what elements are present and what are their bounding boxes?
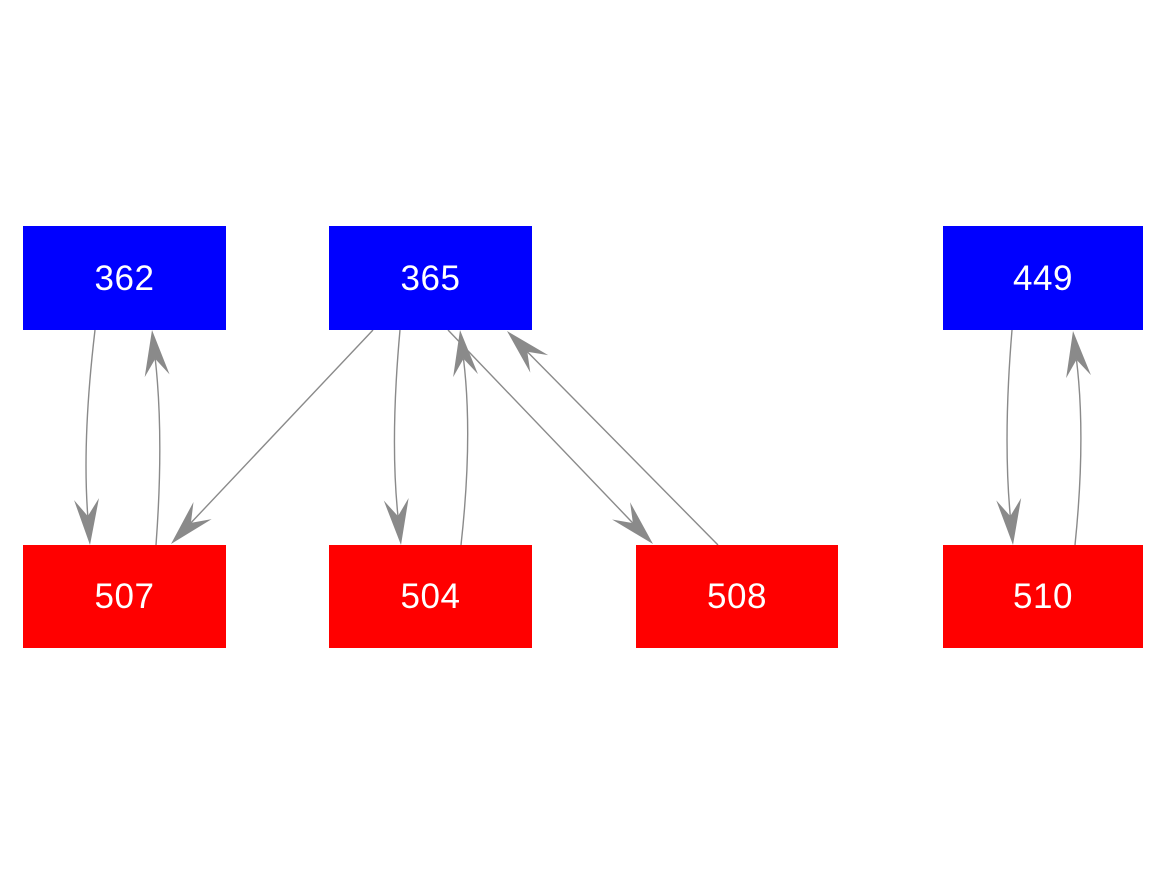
arrowhead-508-365	[507, 331, 549, 373]
edge-362-507	[85, 329, 96, 517]
node-label-362: 362	[94, 258, 155, 298]
arrowhead-365-508	[612, 502, 653, 544]
edge-365-508	[447, 329, 634, 524]
node-label-449: 449	[1013, 258, 1073, 298]
arrowhead-507-362	[144, 330, 170, 378]
node-label-510: 510	[1013, 577, 1073, 616]
edge-449-510	[1006, 329, 1013, 517]
node-504: 504	[329, 545, 532, 648]
node-365: 365	[329, 226, 532, 330]
edge-510-449	[1074, 359, 1082, 546]
node-label-504: 504	[400, 577, 461, 616]
arrowhead-449-510	[996, 498, 1022, 545]
arrowhead-504-365	[453, 330, 478, 378]
edge-504-365	[460, 358, 469, 546]
node-508: 508	[636, 545, 838, 648]
edge-508-365	[526, 351, 719, 546]
arrowhead-510-449	[1066, 331, 1091, 379]
node-label-365: 365	[400, 258, 461, 298]
node-label-507: 507	[94, 577, 155, 616]
arrowhead-362-507	[74, 498, 99, 545]
node-507: 507	[23, 545, 226, 648]
arrowhead-365-504	[383, 497, 409, 545]
edge-507-362	[154, 358, 161, 546]
edge-365-504	[393, 329, 401, 517]
edge-365-507	[190, 329, 374, 524]
node-510: 510	[943, 545, 1143, 648]
node-362: 362	[23, 226, 226, 330]
node-449: 449	[943, 226, 1143, 330]
arrowhead-365-507	[171, 501, 212, 544]
node-label-508: 508	[707, 577, 767, 616]
